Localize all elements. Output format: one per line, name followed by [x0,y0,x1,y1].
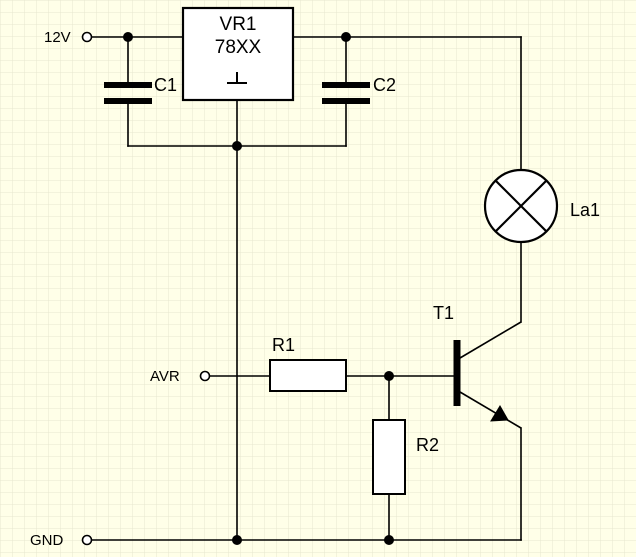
junction-dot [123,32,133,42]
port-12v-terminal [81,31,93,43]
port-gnd-label: GND [30,532,64,549]
junction-dot [232,141,242,151]
regulator-body [181,6,295,102]
lamp-label: La1 [570,200,601,220]
port-avr-terminal [199,370,211,382]
r1-label: R1 [272,335,296,355]
lamp-symbol [483,168,559,244]
junction-dot [341,32,351,42]
junction-dot [384,535,394,545]
regulator-value: 78XX [214,37,262,58]
r2-body [372,419,406,495]
junction-dot [232,535,242,545]
regulator-ref: VR1 [219,14,257,35]
r2-label: R2 [416,435,440,455]
junction-dot [384,371,394,381]
port-avr-label: AVR [150,368,180,385]
transistor-symbol [453,321,522,429]
port-gnd-terminal [81,534,93,546]
port-12v-label: 12V [44,29,71,46]
r1-body [269,359,347,392]
c1-label: C1 [154,75,178,95]
transistor-label: T1 [433,303,455,323]
c2-label: C2 [373,75,397,95]
